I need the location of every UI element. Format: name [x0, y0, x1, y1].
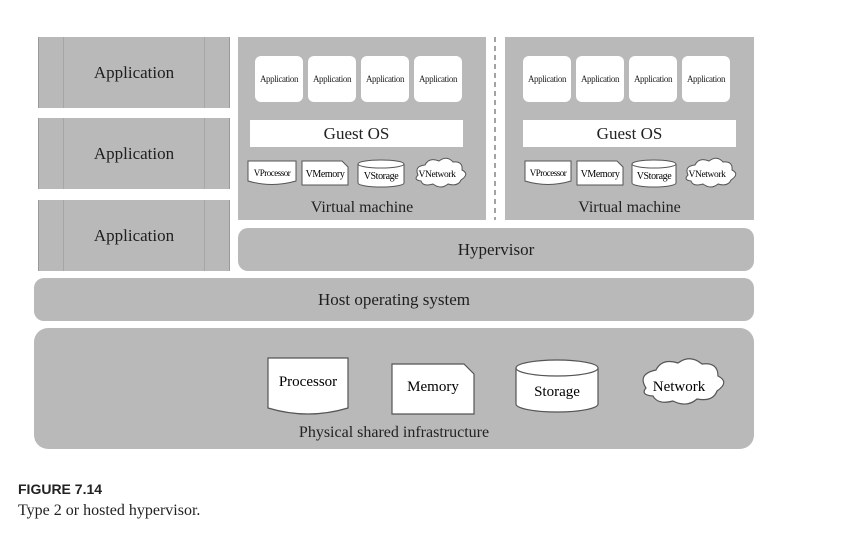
- vstorage-label: VStorage: [364, 171, 400, 182]
- hypervisor-layer: Hypervisor: [238, 228, 754, 271]
- vnetwork-label: VNetwork: [689, 170, 727, 180]
- guest-os: Guest OS: [523, 120, 736, 147]
- vm-application: Application: [308, 56, 356, 102]
- vm-application: Application: [576, 56, 624, 102]
- vnetwork-label: VNetwork: [419, 170, 457, 180]
- vm-title: Virtual machine: [310, 199, 414, 216]
- figure-number: FIGURE 7.14: [18, 481, 103, 497]
- memory-icon: [391, 363, 475, 415]
- vm-application: Application: [682, 56, 730, 102]
- vm-title: Virtual machine: [578, 199, 681, 216]
- network-icon: [642, 358, 725, 405]
- side-application-label: Application: [93, 62, 175, 82]
- storage-icon: [515, 368, 599, 413]
- processor-label: Processor: [279, 374, 337, 390]
- virtual-resources: VProcessor VMemory VStorage VNetwork: [524, 157, 737, 188]
- vmemory-icon: [301, 160, 349, 186]
- vprocessor-icon: [247, 160, 297, 185]
- vm-application: Application: [629, 56, 677, 102]
- processor-icon: [267, 357, 349, 415]
- vm-separator: [494, 37, 496, 220]
- guest-os: Guest OS: [250, 120, 463, 147]
- virtual-machine-left: Application Application Application Appl…: [238, 37, 486, 220]
- vnetwork-icon: [415, 157, 467, 188]
- vmemory-label: VMemory: [581, 169, 620, 180]
- side-application-1: Application: [38, 37, 230, 108]
- vmemory-icon: [576, 160, 624, 186]
- storage-label: Storage: [534, 384, 580, 400]
- physical-resources: Processor Memory Storage Network: [267, 357, 725, 415]
- vm-application: Application: [414, 56, 462, 102]
- side-application-3: Application: [38, 200, 230, 271]
- vstorage-label: VStorage: [637, 171, 673, 182]
- vprocessor-icon: [524, 160, 572, 185]
- infrastructure-title: Physical shared infrastructure: [298, 424, 490, 441]
- vstorage-icon: [631, 164, 677, 188]
- vm-application: Application: [361, 56, 409, 102]
- virtual-resources: VProcessor VMemory VStorage VNetwork: [247, 157, 467, 188]
- side-application-label: Application: [93, 143, 175, 163]
- vprocessor-label: VProcessor: [530, 168, 567, 178]
- figure-caption: Type 2 or hosted hypervisor.: [18, 502, 201, 519]
- vm-application: Application: [255, 56, 303, 102]
- vnetwork-icon: [685, 157, 737, 188]
- side-application-2: Application: [38, 118, 230, 189]
- vm-application: Application: [523, 56, 571, 102]
- vstorage-icon: [357, 164, 405, 188]
- side-application-label: Application: [93, 225, 175, 245]
- virtual-machine-right: Application Application Application Appl…: [505, 37, 754, 220]
- vmemory-label: VMemory: [306, 169, 345, 180]
- vprocessor-label: VProcessor: [254, 168, 291, 178]
- host-os-layer: Host operating system: [34, 278, 754, 321]
- memory-label: Memory: [407, 379, 459, 395]
- network-label: Network: [653, 379, 706, 395]
- physical-infrastructure-layer: Processor Memory Storage Network Physica…: [34, 328, 754, 449]
